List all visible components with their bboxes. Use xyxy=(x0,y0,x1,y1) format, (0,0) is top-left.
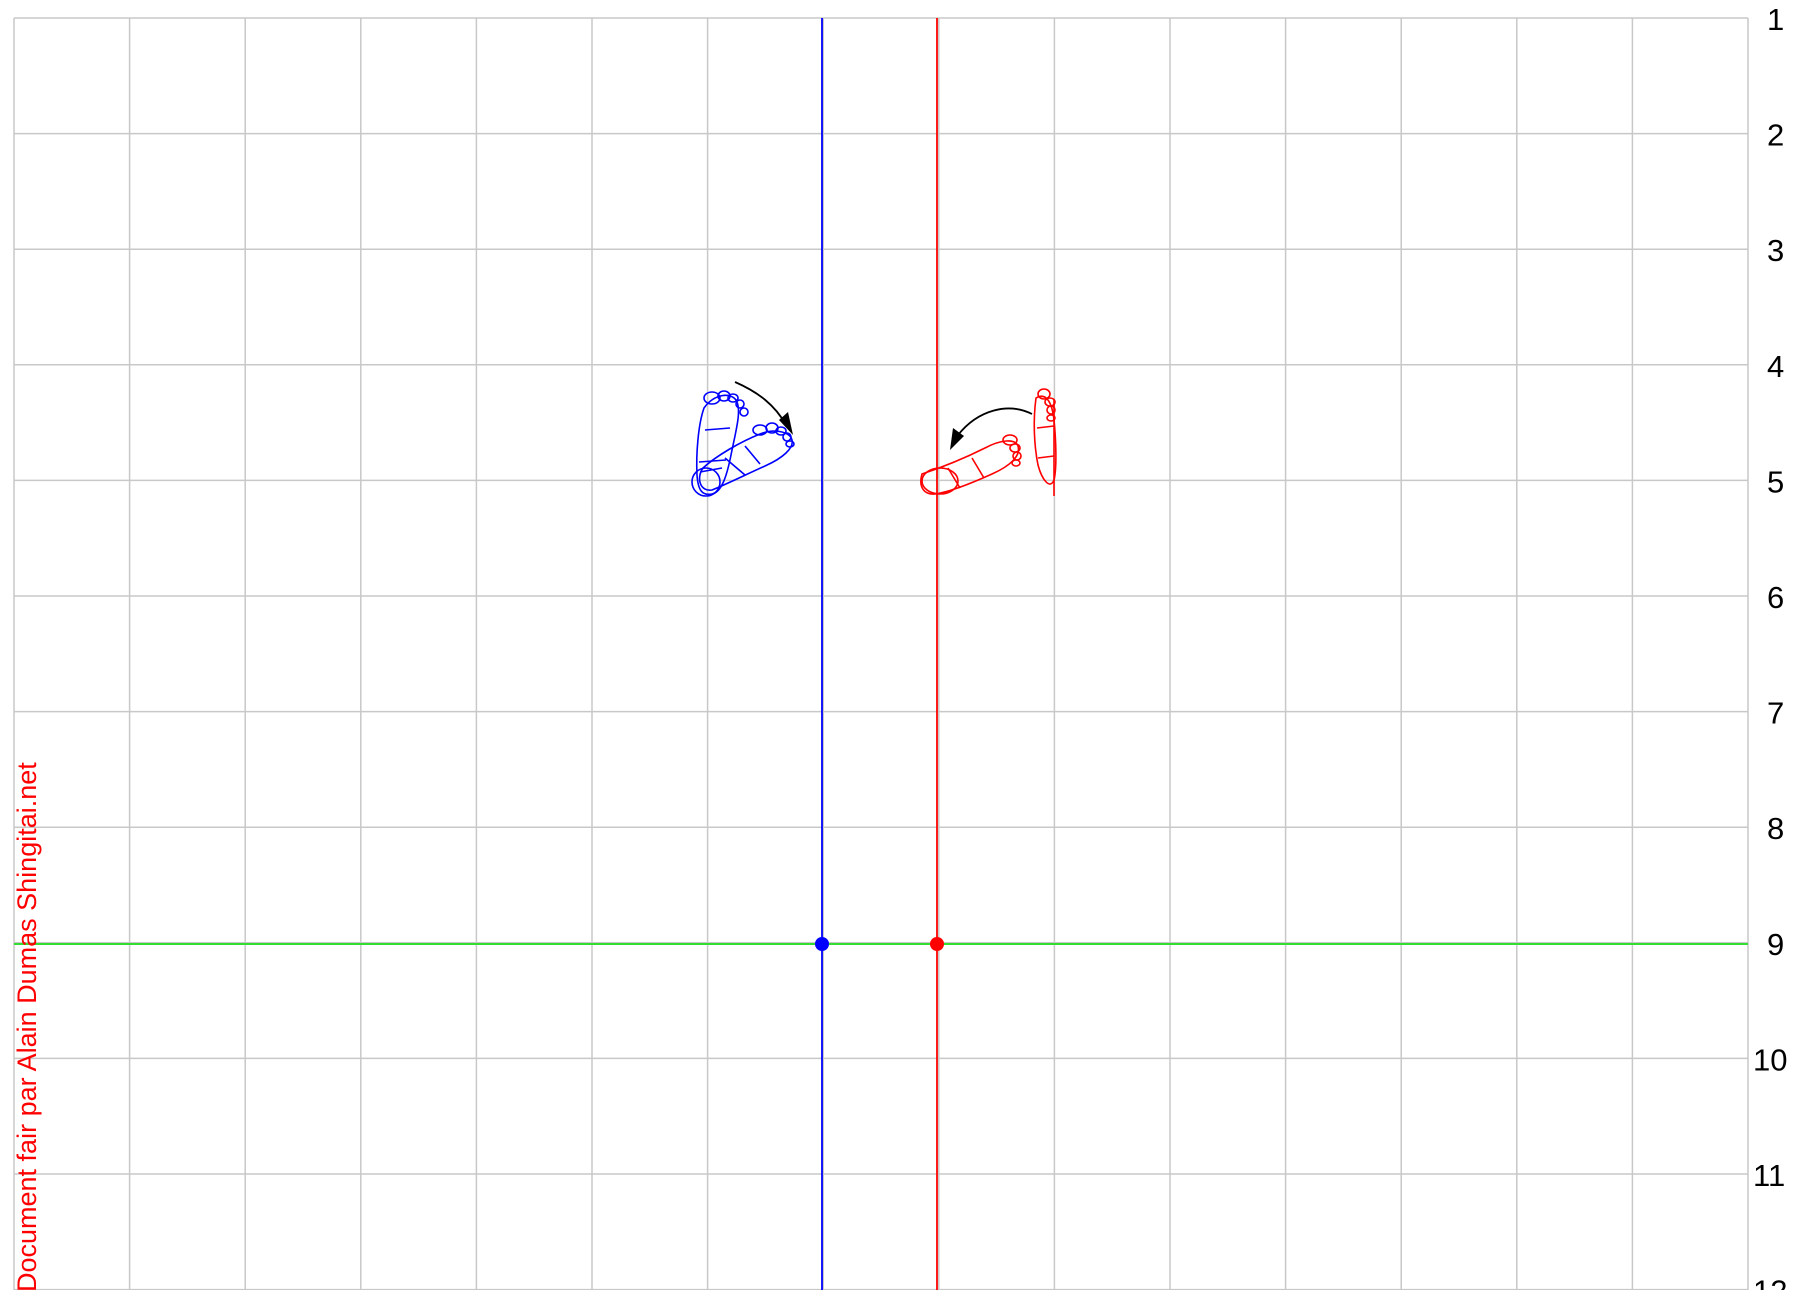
row-label: 11 xyxy=(1753,1158,1785,1193)
row-label: 5 xyxy=(1767,464,1784,499)
row-label: 7 xyxy=(1767,696,1784,731)
red-pivot-dot xyxy=(930,937,944,951)
row-label: 12 xyxy=(1753,1274,1787,1290)
rotate-counterclockwise-arrow-icon xyxy=(950,409,1032,450)
blue-pivot-dot xyxy=(815,937,829,951)
row-label: 9 xyxy=(1767,927,1784,962)
row-label: 1 xyxy=(1767,2,1784,37)
grid-horizontal-lines xyxy=(14,18,1748,1290)
row-label: 6 xyxy=(1767,580,1784,615)
row-label: 4 xyxy=(1767,349,1784,384)
grid xyxy=(14,18,1748,1290)
row-labels: 123456789101112 xyxy=(1753,2,1787,1290)
row-label: 10 xyxy=(1753,1042,1787,1077)
row-label: 2 xyxy=(1767,118,1784,153)
row-label: 8 xyxy=(1767,811,1784,846)
credit-text: Document fair par Alain Dumas Shingitai.… xyxy=(12,762,42,1290)
row-label: 3 xyxy=(1767,233,1784,268)
grid-vertical-lines xyxy=(14,18,1748,1290)
